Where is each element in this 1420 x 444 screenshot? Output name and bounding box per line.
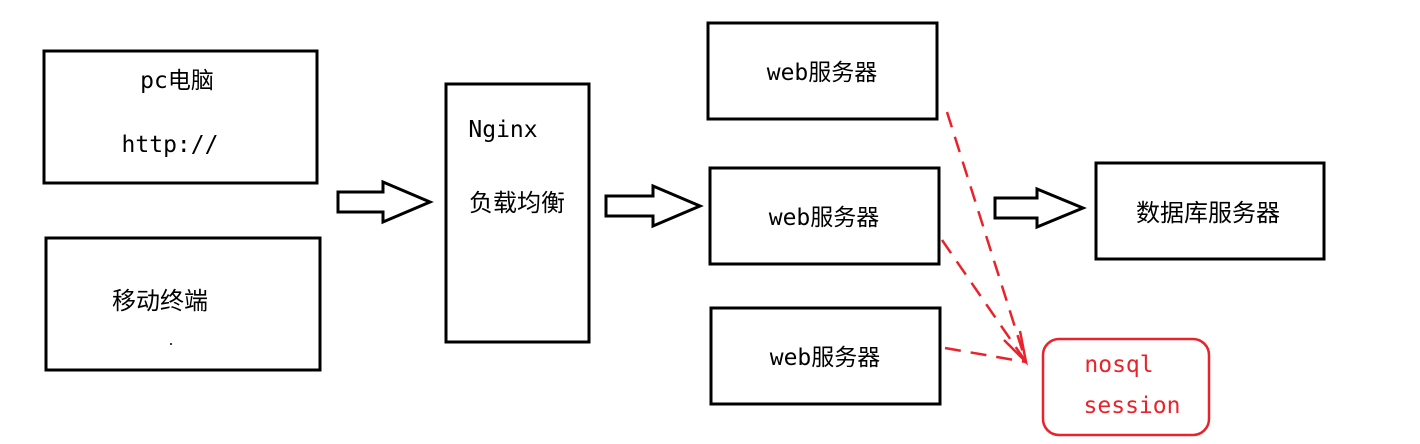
web-server-label-2: web服务器 (769, 205, 880, 231)
mobile-client-title: 移动终端 (112, 287, 208, 315)
session-connectors (940, 111, 1029, 366)
pc-client-protocol: http:// (122, 132, 219, 158)
nginx-node: Nginx 负载均衡 (444, 82, 591, 344)
dashed-line-web2-to-session (940, 239, 1028, 363)
database-label: 数据库服务器 (1136, 199, 1280, 227)
database-node: 数据库服务器 (1094, 161, 1326, 261)
web-server-node-2: web服务器 (708, 166, 941, 266)
stray-dot (170, 343, 172, 345)
session-store-node: nosql session (1041, 337, 1211, 437)
web-server-label-3: web服务器 (770, 345, 881, 371)
arrow-nginx-to-web (604, 183, 704, 229)
web-server-label-1: web服务器 (767, 60, 878, 86)
web-server-node-1: web服务器 (706, 21, 939, 121)
session-store-line2: session (1084, 393, 1181, 419)
session-store-line1: nosql (1084, 352, 1153, 378)
arrow-web-to-database (993, 186, 1087, 230)
pc-client-node: pc电脑 http:// (42, 49, 319, 185)
dashed-line-web1-to-session (945, 111, 1028, 363)
mobile-client-node: 移动终端 (44, 236, 322, 372)
session-arrowhead (1003, 330, 1029, 366)
nginx-name: Nginx (468, 117, 537, 143)
nginx-role: 负载均衡 (469, 189, 565, 217)
web-server-node-3: web服务器 (709, 306, 942, 406)
dashed-line-web3-to-session (944, 346, 1027, 364)
arrow-clients-to-nginx (336, 179, 434, 225)
pc-client-title: pc电脑 (140, 68, 214, 94)
